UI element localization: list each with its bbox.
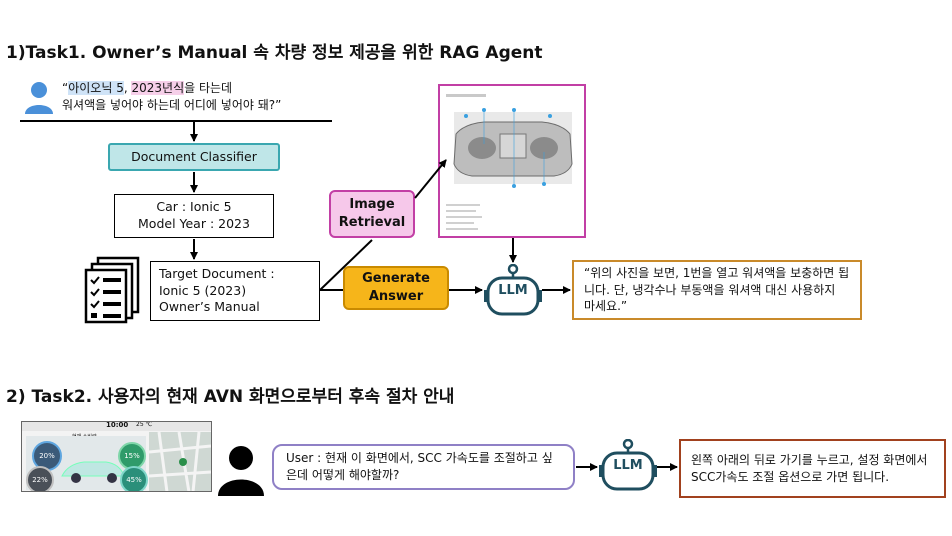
user-icon xyxy=(25,82,53,114)
user-query-bubble: User : 현재 이 화면에서, SCC 가속도를 조절하고 싶은데 어떻게 … xyxy=(272,444,575,490)
user-icon-black xyxy=(218,446,264,496)
avn-time: 10:00 xyxy=(106,421,129,429)
llm-icon: LLM xyxy=(484,263,542,318)
llm-label-2: LLM xyxy=(613,458,643,473)
avn-screenshot: 10:00 25 ℃ 현재 소비량 20% 22% 15% 45% xyxy=(21,421,212,492)
task1-answer-box: “위의 사진을 보면, 1번을 열고 워셔액을 보충하면 됩니다. 단, 냉각수… xyxy=(572,260,862,320)
llm-label: LLM xyxy=(498,283,528,298)
target-document-box: Target Document : Ionic 5 (2023) Owner’s… xyxy=(150,261,320,321)
query-year-highlight: 2023년식 xyxy=(131,81,185,95)
avn-map xyxy=(148,431,211,491)
car-info-box: Car : Ionic 5 Model Year : 2023 xyxy=(114,194,274,238)
task1-title: 1)Task1. Owner’s Manual 속 차량 정보 제공을 위한 R… xyxy=(6,43,543,63)
avn-temp: 25 ℃ xyxy=(136,421,153,428)
query-underline xyxy=(20,120,332,122)
query-car-highlight: 아이오닉 5 xyxy=(68,81,124,95)
task2-title: 2) Task2. 사용자의 현재 AVN 화면으로부터 후속 절차 안내 xyxy=(6,387,455,407)
document-stack-icon xyxy=(84,256,140,324)
document-classifier-box: Document Classifier xyxy=(108,143,280,171)
avn-gauge-2: 22% xyxy=(26,466,54,491)
image-retrieval-box: Image Retrieval xyxy=(329,190,415,238)
generate-answer-box: Generate Answer xyxy=(343,266,449,310)
task1-query: “아이오닉 5, 2023년식을 타는데 워셔액을 넣어야 하는데 어디에 넣어… xyxy=(62,81,282,112)
avn-gauge-4: 45% xyxy=(120,466,148,491)
manual-page-image xyxy=(438,84,586,238)
llm-icon-2: LLM xyxy=(599,438,657,493)
task2-answer-box: 왼쪽 아래의 뒤로 가기를 누르고, 설정 화면에서 SCC가속도 조절 옵션으… xyxy=(679,439,946,498)
